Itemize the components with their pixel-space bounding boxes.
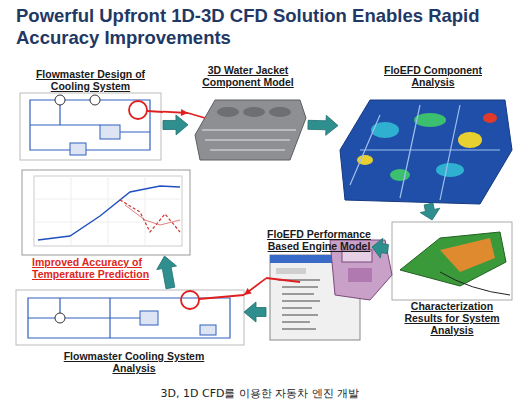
panel-heading-group: FloEFD Performance Based Engine Model	[266, 228, 372, 252]
flow-arrow	[420, 203, 440, 220]
highlight-line	[244, 278, 266, 294]
cooling-schematic-part	[181, 291, 199, 309]
floefd-result-model	[340, 100, 512, 204]
cooling-schematic-part	[199, 295, 244, 299]
floefd-result-model-part	[371, 122, 399, 138]
figure-panel: FloEFD Performance Based Engine Model	[266, 228, 372, 340]
engine-model-dialog-part	[348, 268, 372, 282]
flow-arrow	[163, 115, 188, 135]
panel-heading: 3D Water Jacket Component Model	[188, 64, 308, 88]
floefd-result-model-part	[340, 100, 512, 204]
floefd-result-model-part	[458, 132, 482, 148]
figure-panel: Flowmaster Design of Cooling System	[18, 68, 163, 163]
panel-heading: FloEFD Performance Based Engine Model	[266, 228, 372, 252]
water-jacket-model-part	[217, 107, 239, 117]
flow-arrow	[244, 302, 266, 322]
floefd-result-model-part	[436, 163, 464, 177]
panel-heading-group: Improved Accuracy of Temperature Predict…	[32, 256, 177, 280]
panel-heading: Flowmaster Cooling System Analysis	[54, 350, 214, 374]
cooling-schematic-part	[55, 313, 65, 323]
cooling-schematic-part	[16, 290, 244, 345]
cooling-schematic-part	[28, 298, 230, 338]
flowmaster-schematic-part	[30, 100, 150, 132]
flowmaster-schematic-part	[20, 93, 161, 160]
engine-model-dialog	[266, 240, 392, 340]
panel-heading-group: Flowmaster Cooling System Analysis	[54, 350, 214, 374]
characterization-plot-part	[440, 272, 510, 295]
engine-model-dialog-part	[276, 268, 306, 274]
water-jacket-model-part	[202, 130, 296, 150]
characterization-plot-part	[392, 222, 512, 300]
temperature-chart	[22, 170, 190, 255]
arrow-head	[244, 288, 252, 295]
characterization-plot	[392, 222, 512, 300]
arrow-head	[181, 109, 188, 116]
figure-panel: 3D Water Jacket Component Model	[188, 64, 308, 162]
panel-heading-group: 3D Water Jacket Component Model	[188, 64, 308, 88]
flowmaster-schematic	[20, 93, 163, 160]
flow-arrow	[157, 256, 177, 289]
panel-heading-group: Flowmaster Design of Cooling System	[28, 68, 153, 92]
figure-panel: Characterization Results for System Anal…	[388, 220, 514, 336]
engine-model-dialog-part	[266, 278, 300, 282]
panel-heading: FloEFD Component Analysis	[378, 64, 488, 88]
figure-panel: Improved Accuracy of Temperature Predict…	[20, 168, 190, 256]
characterization-plot-part	[400, 232, 506, 286]
panel-heading-group: FloEFD Component Analysis	[378, 64, 488, 88]
water-jacket-model-part	[269, 107, 291, 117]
figure-panel: Flowmaster Cooling System Analysis	[14, 288, 244, 374]
temperature-chart-part	[38, 186, 180, 240]
floefd-result-model-part	[350, 105, 500, 200]
figure-panel: FloEFD Component Analysis	[338, 64, 512, 204]
figure-caption: 3D, 1D CFD를 이용한 자동차 엔진 개발	[0, 386, 520, 401]
result-heading: Improved Accuracy of Temperature Predict…	[32, 256, 177, 280]
panel-heading-group: Characterization Results for System Anal…	[396, 300, 508, 336]
temperature-chart-part	[120, 200, 180, 232]
panel-heading: Flowmaster Design of Cooling System	[28, 68, 153, 92]
flowmaster-schematic-part	[147, 111, 163, 112]
water-jacket-model-part	[188, 113, 205, 118]
flow-arrow	[372, 238, 389, 258]
temperature-chart-part	[22, 170, 190, 255]
diagram-title: Powerful Upfront 1D-3D CFD Solution Enab…	[16, 5, 486, 49]
temperature-chart-part	[125, 205, 180, 225]
highlight-line	[163, 112, 188, 113]
floefd-result-model-part	[390, 169, 410, 181]
cooling-schematic-part	[200, 325, 216, 335]
flowmaster-schematic-part	[100, 125, 120, 139]
engine-model-dialog-part	[278, 280, 320, 329]
flowmaster-schematic-part	[55, 95, 65, 105]
floefd-result-model-part	[414, 113, 446, 127]
flowmaster-schematic-part	[70, 143, 86, 155]
temperature-chart-part	[34, 176, 182, 246]
floefd-result-model-part	[483, 113, 497, 123]
flowmaster-schematic-part	[30, 100, 150, 150]
panel-heading: Characterization Results for System Anal…	[396, 300, 508, 336]
cooling-schematic-part	[140, 311, 158, 325]
temperature-chart-part	[34, 176, 182, 246]
flowmaster-schematic-part	[90, 95, 100, 105]
water-jacket-model	[188, 100, 306, 160]
cooling-schematic	[16, 290, 244, 345]
flowmaster-schematic-part	[129, 101, 147, 119]
water-jacket-model-part	[243, 107, 265, 117]
characterization-plot-part	[440, 238, 495, 272]
highlight-arrow	[163, 109, 188, 116]
flow-arrow	[308, 115, 338, 135]
water-jacket-model-part	[195, 100, 306, 160]
highlight-arrow	[244, 278, 266, 295]
